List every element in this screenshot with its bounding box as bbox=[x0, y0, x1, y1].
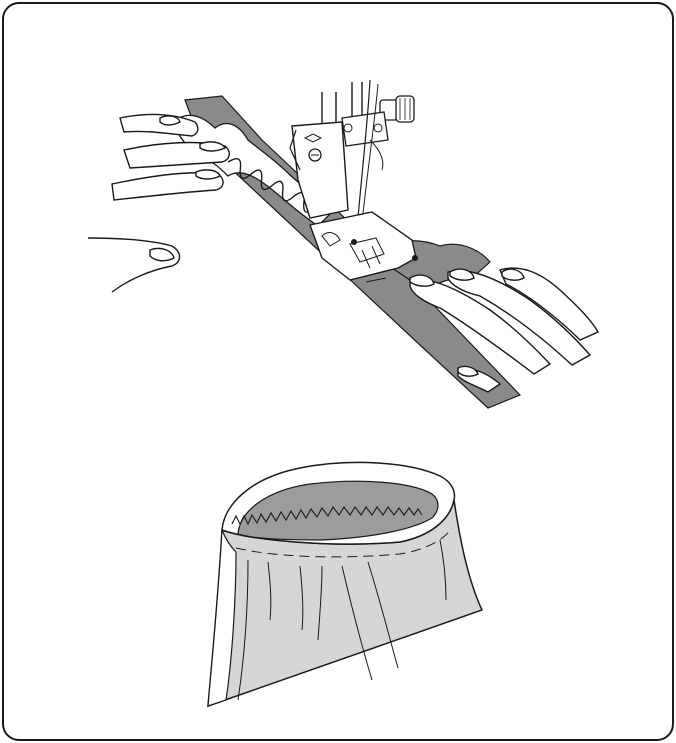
fingernail bbox=[196, 170, 220, 179]
fingernail bbox=[160, 116, 180, 125]
